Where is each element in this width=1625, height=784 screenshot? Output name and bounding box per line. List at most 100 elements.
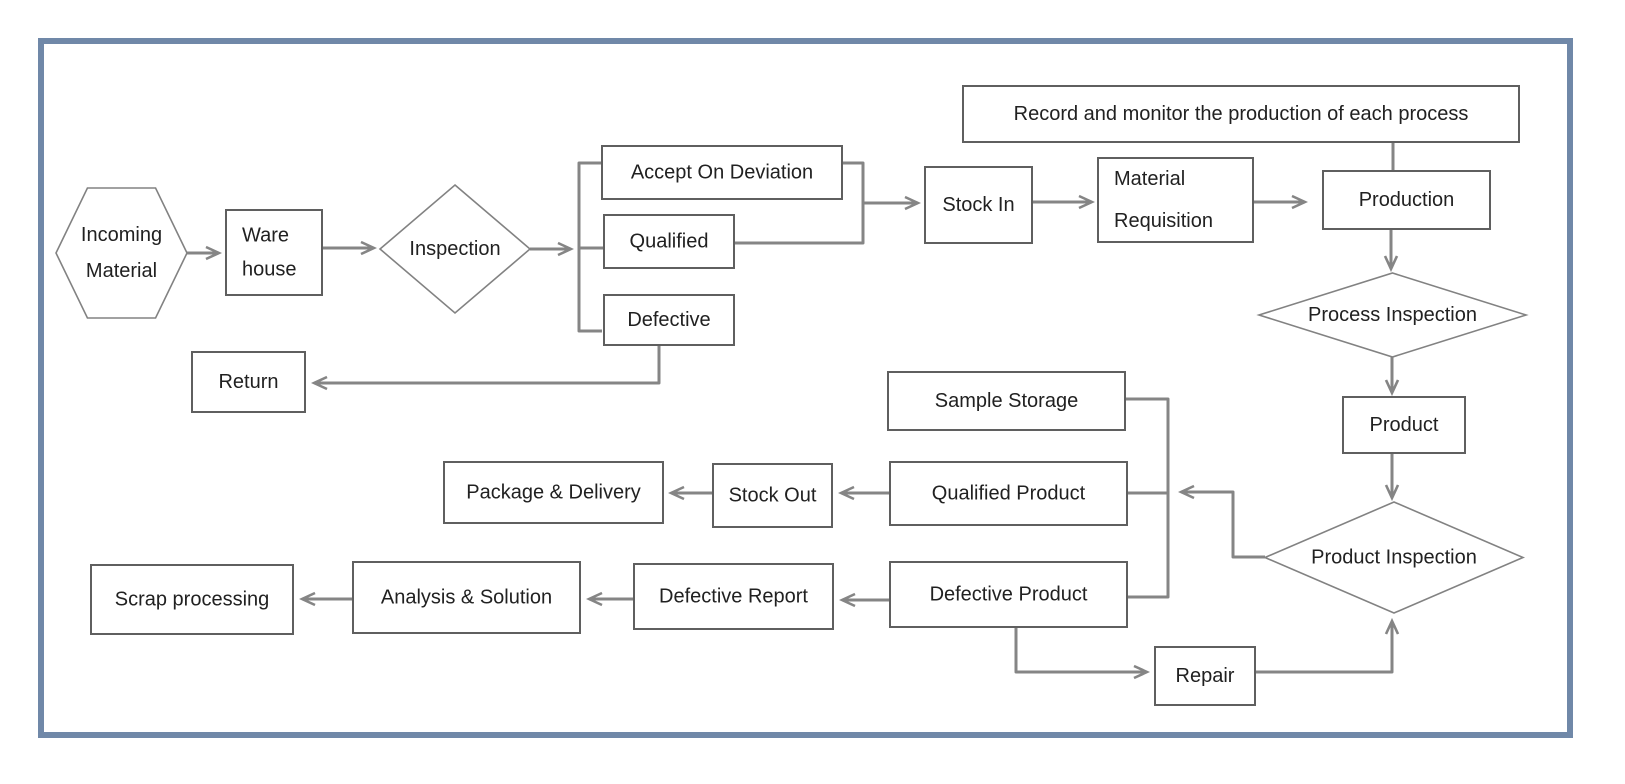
record-monitor-label-line-0: Record and monitor the production of eac…: [1014, 103, 1469, 125]
sample-storage-shape: [887, 371, 1126, 431]
production-shape: [1322, 170, 1491, 230]
analysis-solution-shape: [352, 561, 581, 634]
accept-on-deviation-label: Accept On Deviation: [631, 162, 813, 184]
record-monitor-shape: [962, 85, 1520, 143]
defective-report-shape: [633, 563, 834, 630]
defective-report-label-line-0: Defective Report: [659, 586, 808, 608]
scrap-processing-label-line-0: Scrap processing: [115, 589, 270, 611]
sample-storage-label: Sample Storage: [935, 390, 1078, 412]
incoming-material-label-line-1: Material: [86, 260, 157, 282]
defective-product-label-line-0: Defective Product: [930, 584, 1088, 606]
analysis-solution-label-line-0: Analysis & Solution: [381, 587, 552, 609]
stock-out-label: Stock Out: [729, 485, 817, 507]
process-inspection-label: Process Inspection: [1308, 304, 1477, 326]
qualified-label: Qualified: [630, 231, 709, 253]
return-label-line-0: Return: [218, 371, 278, 393]
scrap-processing-shape: [90, 564, 294, 635]
material-requisition-label-line-0: Material: [1114, 168, 1185, 190]
edges-layer: [187, 142, 1393, 672]
stock-out-shape: [712, 463, 833, 528]
process-inspection-shape: [1256, 272, 1529, 358]
material-requisition-label-line-1: Requisition: [1114, 210, 1213, 232]
return-shape: [191, 351, 306, 413]
package-delivery-label: Package & Delivery: [466, 482, 641, 504]
edge-collector-bracket: [1125, 397, 1170, 599]
node-stock-in: Stock In: [924, 166, 1033, 244]
repair-label-line-0: Repair: [1176, 665, 1235, 687]
incoming-material-shape: [55, 187, 188, 319]
node-defective-product: Defective Product: [889, 561, 1128, 628]
analysis-solution-label: Analysis & Solution: [381, 587, 552, 609]
scrap-processing-label: Scrap processing: [115, 589, 270, 611]
node-defective: Defective: [603, 294, 735, 346]
node-stock-out: Stock Out: [712, 463, 833, 528]
repair-label: Repair: [1176, 665, 1235, 687]
node-product-inspection: Product Inspection: [1262, 501, 1526, 614]
edge-repair-to-product-inspection: [1255, 621, 1392, 674]
node-analysis-solution: Analysis & Solution: [352, 561, 581, 634]
repair-shape: [1154, 646, 1256, 706]
node-process-inspection: Process Inspection: [1256, 272, 1529, 358]
qualified-product-shape: [889, 461, 1128, 526]
inspection-label: Inspection: [409, 238, 500, 260]
edge-defective-to-return: [314, 345, 661, 383]
node-production: Production: [1322, 170, 1491, 230]
product-shape: [1342, 396, 1466, 454]
material-requisition-shape: [1097, 157, 1254, 243]
defective-shape: [603, 294, 735, 346]
node-package-delivery: Package & Delivery: [443, 461, 664, 524]
record-monitor-label: Record and monitor the production of eac…: [1014, 103, 1469, 125]
package-delivery-shape: [443, 461, 664, 524]
node-qualified-product: Qualified Product: [889, 461, 1128, 526]
node-scrap-processing: Scrap processing: [90, 564, 294, 635]
defective-product-label: Defective Product: [930, 584, 1088, 606]
inspection-label-line-0: Inspection: [409, 238, 500, 260]
qualified-product-label-line-0: Qualified Product: [932, 483, 1086, 505]
node-sample-storage: Sample Storage: [887, 371, 1126, 431]
process-inspection-label-line-0: Process Inspection: [1308, 304, 1477, 326]
node-warehouse: Ware house: [225, 209, 323, 296]
defective-report-label: Defective Report: [659, 586, 808, 608]
return-label: Return: [218, 371, 278, 393]
node-product: Product: [1342, 396, 1466, 454]
defective-label-line-0: Defective: [627, 309, 710, 331]
product-label: Product: [1370, 414, 1439, 436]
node-defective-report: Defective Report: [633, 563, 834, 630]
warehouse-label-line-1: house: [242, 259, 297, 281]
product-label-line-0: Product: [1370, 414, 1439, 436]
warehouse-label: Ware house: [242, 225, 297, 281]
edge-product-inspection-to-collector: [1181, 492, 1265, 559]
qualified-shape: [603, 214, 735, 269]
qualified-label-line-0: Qualified: [630, 231, 709, 253]
stock-out-label-line-0: Stock Out: [729, 485, 817, 507]
warehouse-shape: [225, 209, 323, 296]
stock-in-label: Stock In: [942, 194, 1014, 216]
node-repair: Repair: [1154, 646, 1256, 706]
node-record-monitor: Record and monitor the production of eac…: [962, 85, 1520, 143]
node-accept-on-deviation: Accept On Deviation: [601, 145, 843, 200]
inspection-shape: [378, 183, 532, 315]
production-label-line-0: Production: [1359, 189, 1455, 211]
node-return: Return: [191, 351, 306, 413]
stock-in-label-line-0: Stock In: [942, 194, 1014, 216]
edge-defective-product-to-repair: [1014, 627, 1147, 672]
production-label: Production: [1359, 189, 1455, 211]
sample-storage-label-line-0: Sample Storage: [935, 390, 1078, 412]
product-inspection-label: Product Inspection: [1311, 547, 1477, 569]
package-delivery-label-line-0: Package & Delivery: [466, 482, 641, 504]
incoming-material-label-line-0: Incoming: [81, 224, 162, 246]
product-inspection-label-line-0: Product Inspection: [1311, 547, 1477, 569]
node-inspection: Inspection: [378, 183, 532, 315]
product-inspection-shape: [1262, 501, 1526, 614]
accept-on-deviation-shape: [601, 145, 843, 200]
warehouse-label-line-0: Ware: [242, 225, 289, 247]
defective-label: Defective: [627, 309, 710, 331]
stock-in-shape: [924, 166, 1033, 244]
accept-on-deviation-label-line-0: Accept On Deviation: [631, 162, 813, 184]
